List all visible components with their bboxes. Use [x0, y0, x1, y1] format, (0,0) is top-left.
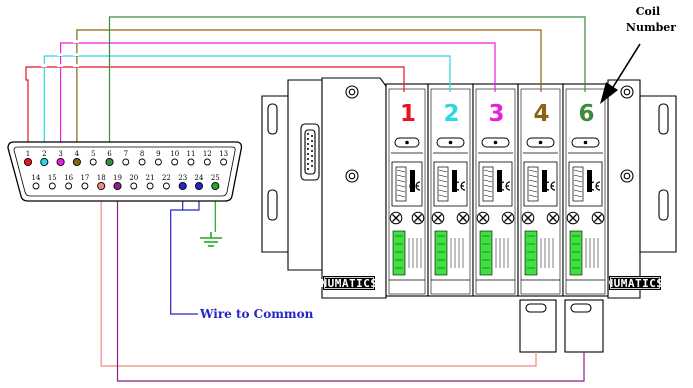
pin-19: [113, 181, 122, 191]
pin-label-3: 3: [58, 150, 62, 158]
pin-17: [81, 182, 89, 190]
pin-10: [171, 158, 179, 166]
manifold: [261, 77, 677, 299]
valve-stations: 1 2 3 4 6: [385, 83, 609, 297]
coil-number-1: 1: [400, 101, 416, 127]
pin-label-18: 18: [97, 174, 106, 182]
pin-label-7: 7: [124, 150, 128, 158]
pin-6: [105, 157, 114, 167]
wire-coil-4: [76, 29, 542, 158]
subd-pins: [307, 133, 313, 170]
coil-number-2: 2: [443, 101, 459, 127]
pin-label-15: 15: [48, 174, 57, 182]
pin-4: [72, 157, 81, 167]
pin-11: [187, 158, 195, 166]
coil-number-6: 6: [578, 101, 594, 127]
pin-label-22: 22: [162, 174, 171, 182]
coil-number-3: 3: [488, 101, 504, 127]
pin-14: [32, 182, 40, 190]
pin-18: [97, 181, 106, 191]
db25-inner: [13, 146, 236, 197]
pin-label-12: 12: [203, 150, 212, 158]
pin-label-24: 24: [195, 174, 204, 182]
pin-1: [23, 157, 33, 167]
pin-label-16: 16: [64, 174, 73, 182]
pin-22: [162, 182, 170, 190]
pin-label-10: 10: [170, 150, 179, 158]
pin-label-14: 14: [32, 174, 41, 182]
valve-station-2: 2: [427, 83, 474, 297]
right-endplate: [607, 79, 641, 299]
pin-9: [154, 158, 162, 166]
right-slot-bottom: [658, 189, 669, 221]
lower-extensions: [519, 299, 604, 353]
valve-station-4: 4: [517, 83, 564, 297]
valve-station-6: 6: [562, 83, 609, 297]
left-slot-bottom: [267, 189, 278, 221]
pin-label-13: 13: [219, 150, 228, 158]
brand-text-right: NUMATICS: [607, 277, 664, 290]
pin-24: [194, 181, 204, 191]
wire-coil-2: [43, 55, 451, 158]
pin-label-1: 1: [26, 150, 30, 158]
wire-common: [170, 209, 198, 315]
wire-to-common-label: Wire to Common: [199, 307, 314, 321]
wire-coil-1: [25, 66, 405, 158]
brand-text-left: NUMATICS: [321, 277, 378, 290]
valve-station-1: 1: [385, 83, 429, 297]
pin-label-5: 5: [91, 150, 95, 158]
pin-25: [211, 181, 220, 191]
pin-label-20: 20: [129, 174, 138, 182]
pin-16: [65, 182, 73, 190]
pin-label-19: 19: [113, 174, 122, 182]
right-bracket: [639, 95, 677, 253]
wire-coil-7: [116, 190, 585, 382]
wire-coil-3: [59, 42, 496, 158]
pin-2: [40, 157, 49, 167]
pin-5: [89, 158, 97, 166]
ground-icon: [200, 232, 222, 247]
pin-label-11: 11: [187, 150, 196, 158]
pin-12: [203, 158, 211, 166]
pin-7: [122, 158, 130, 166]
brand-badge-right: NUMATICS: [607, 276, 664, 290]
brand-badge-left: NUMATICS: [321, 276, 378, 290]
pin-label-2: 2: [42, 150, 46, 158]
left-slot-top: [267, 103, 278, 135]
pin-label-8: 8: [140, 150, 144, 158]
wire-coil-6: [108, 16, 586, 158]
pin-label-23: 23: [178, 174, 187, 182]
connector-housing: [321, 77, 387, 299]
annotation-coil: Coil: [636, 5, 660, 18]
pin-15: [48, 182, 56, 190]
pin-label-4: 4: [75, 150, 80, 158]
pin-label-25: 25: [211, 174, 220, 182]
annotation-number: Number: [626, 21, 676, 34]
pin-label-9: 9: [156, 150, 160, 158]
pin-20: [130, 182, 138, 190]
pin-3: [56, 157, 65, 167]
pin-label-21: 21: [146, 174, 155, 182]
pin-label-6: 6: [107, 150, 112, 158]
coil-number-4: 4: [533, 101, 549, 127]
wire-coil-5: [100, 190, 537, 367]
pin-13: [220, 158, 228, 166]
annotation-arrow-icon: [600, 43, 641, 104]
pin-label-17: 17: [80, 174, 89, 182]
valve-station-3: 3: [472, 83, 519, 297]
pin-23: [178, 181, 187, 191]
wires: [25, 16, 586, 382]
right-slot-top: [658, 103, 669, 135]
pin-21: [146, 182, 154, 190]
pin-8: [138, 158, 146, 166]
